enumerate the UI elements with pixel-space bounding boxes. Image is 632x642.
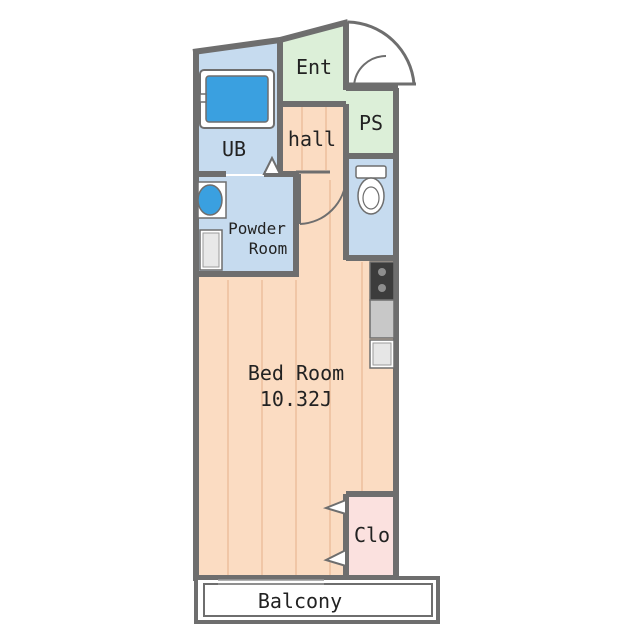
bath-door-marker [262,155,282,175]
washbasin-icon [197,181,227,219]
floor-stripes [227,180,363,576]
closet-floor [346,494,396,576]
room-label-closet: Clo [354,523,390,547]
room-label-powder-room-line1: Powder [228,219,286,238]
washing-machine-space-icon [199,229,223,271]
hall-floor [280,104,346,172]
room-size-bedroom: 10.32J [260,387,332,411]
room-label-unit-bath: UB [222,137,246,161]
room-label-powder-room-line2: Room [249,239,288,258]
bedroom-floor-upper [296,170,346,260]
entrance-door [347,20,416,87]
bedroom-door [299,174,347,225]
sliding-window [218,579,324,585]
kitchen-sink-icon [369,299,395,339]
room-label-bedroom: Bed Room [248,361,344,385]
kitchen-stove-icon [369,261,395,301]
bathtub-icon [199,69,275,129]
closet-door-icon [322,498,347,568]
pipe-space-floor [346,88,396,156]
room-label-balcony: Balcony [258,589,342,613]
room-label-entrance: Ent [296,55,332,79]
toilet-icon [355,165,387,215]
refrigerator-icon [369,339,395,369]
room-label-pipe-space: PS [359,111,383,135]
entrance-floor [280,24,346,104]
room-label-hall: hall [288,127,336,151]
balcony [194,576,440,624]
